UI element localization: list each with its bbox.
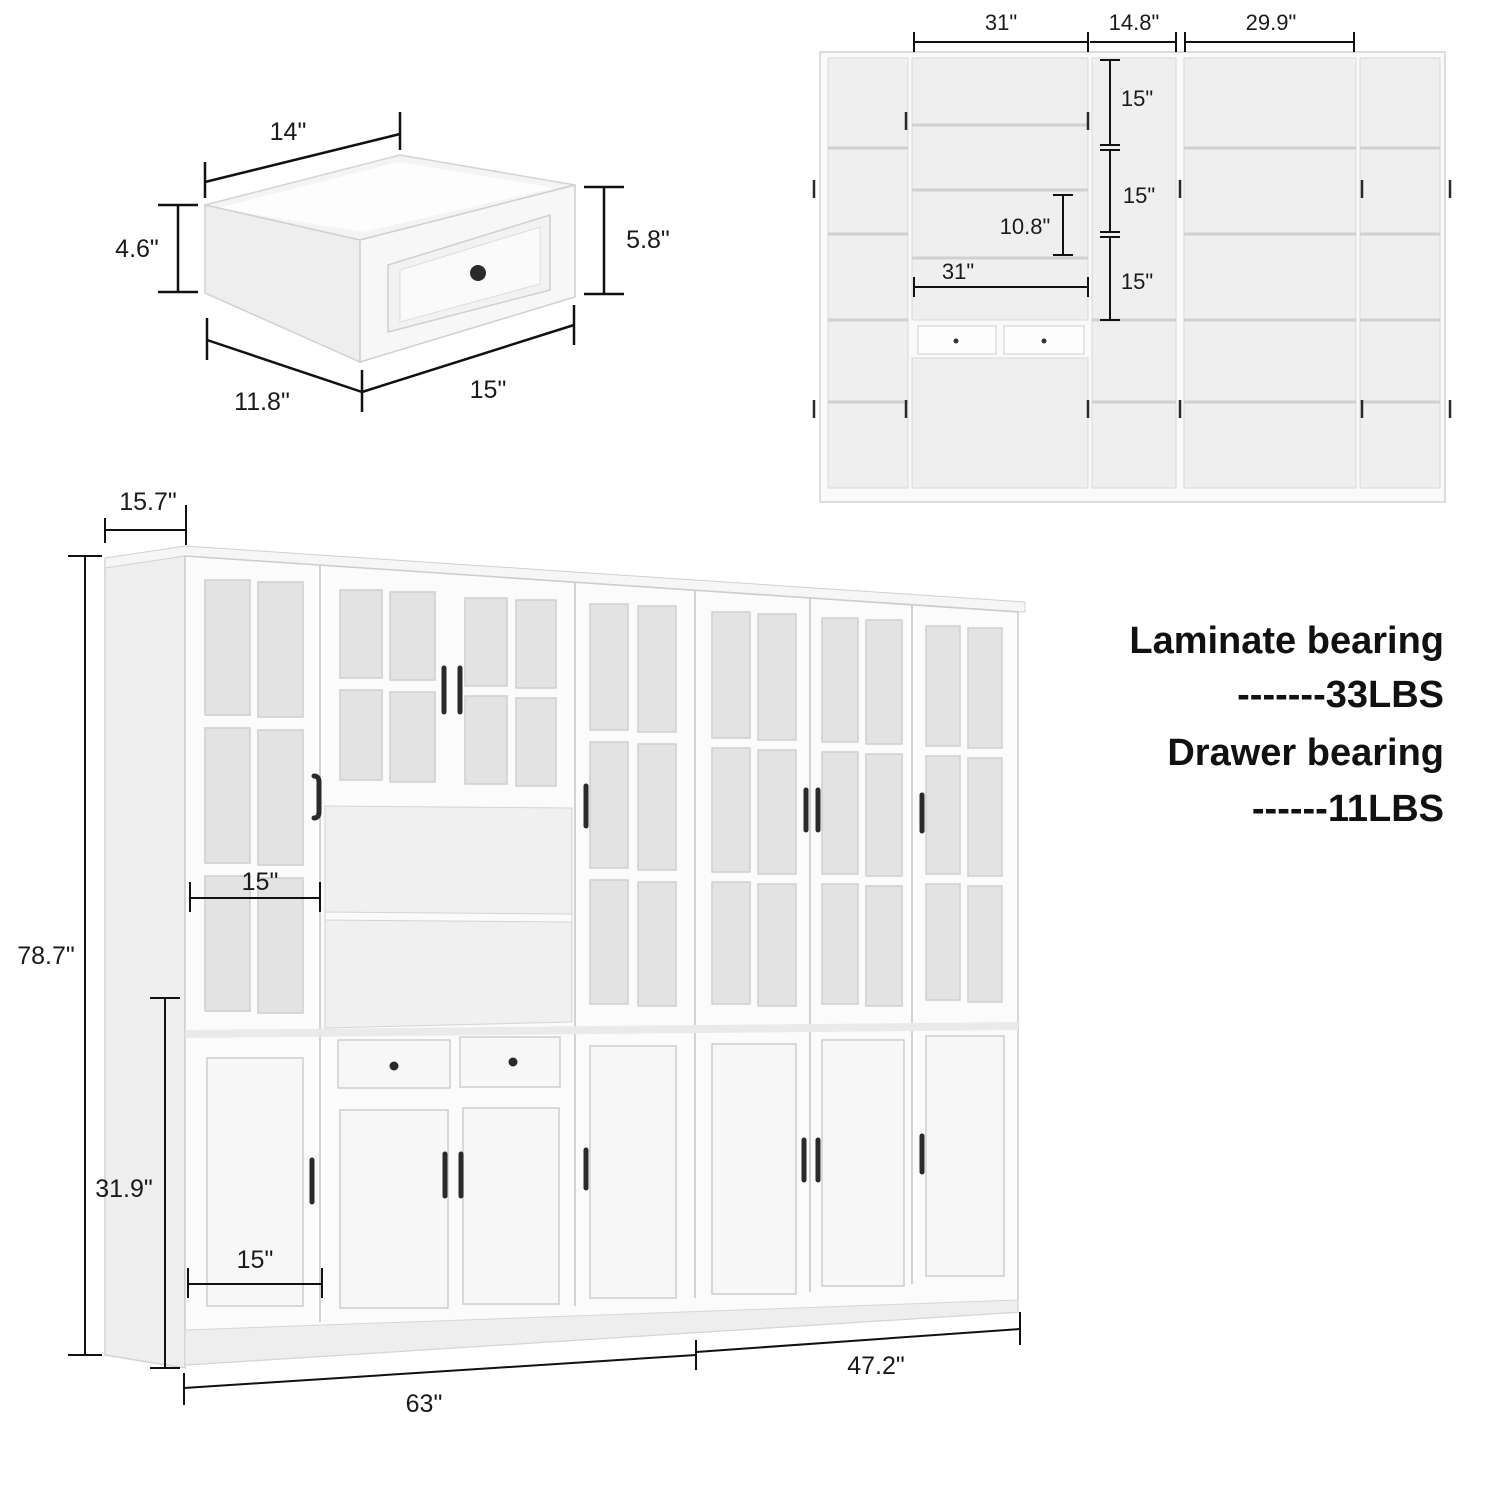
open-view-dimension-lines: [913, 32, 1355, 321]
open-hutch: [324, 805, 573, 1029]
door-handles: [309, 665, 925, 1205]
lower-door-width-label: 15": [237, 1246, 274, 1274]
right-width-label: 47.2": [847, 1352, 905, 1380]
open-width-3-label: 29.9": [1246, 10, 1297, 35]
main-dimension-lines: [68, 505, 1021, 1405]
center-drawers: [337, 1036, 561, 1089]
lower-panel-doors: [206, 1035, 1005, 1309]
drawer-bearing-value: ------11LBS: [1251, 788, 1444, 830]
shelf-gap-1-label: 15": [1121, 86, 1153, 111]
shelf-gap-2-label: 15": [1123, 183, 1155, 208]
drawer-dimension-lines: [158, 112, 624, 412]
main-cabinet: [104, 545, 1026, 1369]
total-height-label: 78.7": [17, 942, 75, 970]
drawer-height-front-label: 5.8": [626, 226, 670, 254]
drawer-knob-right-icon: [508, 1057, 518, 1067]
drawer-knob-icon: [470, 265, 486, 281]
open-cabinet-view: [812, 51, 1452, 503]
laminate-bearing-value: -------33LBS: [1237, 674, 1444, 716]
drawer-width-top-label: 14": [270, 118, 307, 146]
left-width-label: 63": [406, 1390, 443, 1418]
upper-glass-doors: [204, 579, 1003, 1014]
drawer-illustration: [204, 154, 576, 364]
open-width-2-label: 14.8": [1109, 10, 1160, 35]
drawer-knob-left-icon: [389, 1061, 399, 1071]
drawer-height-back-label: 4.6": [115, 235, 159, 263]
drawer-width-front-label: 15": [470, 376, 507, 404]
shelf-gap-3-label: 15": [1121, 269, 1153, 294]
small-gap-label: 10.8": [1000, 214, 1051, 239]
drawer-bearing-label: Drawer bearing: [1167, 732, 1444, 774]
depth-label: 15.7": [119, 488, 177, 516]
inner-width-label: 31": [942, 259, 974, 284]
open-width-1-label: 31": [985, 10, 1017, 35]
upper-door-width-label: 15": [242, 868, 279, 896]
drawer-depth-label: 11.8": [234, 388, 290, 416]
laminate-bearing-label: Laminate bearing: [1129, 620, 1444, 662]
handle-icon: [311, 773, 322, 821]
lower-height-label: 31.9": [95, 1175, 153, 1203]
